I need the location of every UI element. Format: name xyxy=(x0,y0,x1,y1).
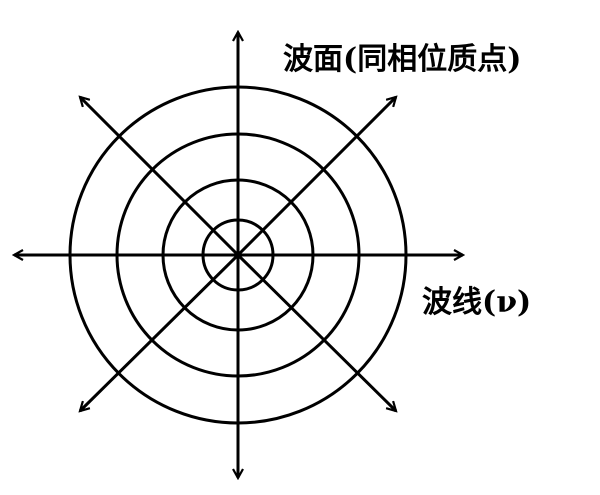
ray-arrow-down-left xyxy=(80,253,240,411)
ray-arrow-up-right xyxy=(236,97,396,257)
ray-arrow-up-left xyxy=(80,97,240,257)
wave-rays xyxy=(14,32,463,478)
wavefront-label: 波面(同相位质点) xyxy=(283,42,522,77)
wave-ray-label: 波线(ν) xyxy=(422,285,532,320)
ray-arrow-down-right xyxy=(236,253,396,411)
